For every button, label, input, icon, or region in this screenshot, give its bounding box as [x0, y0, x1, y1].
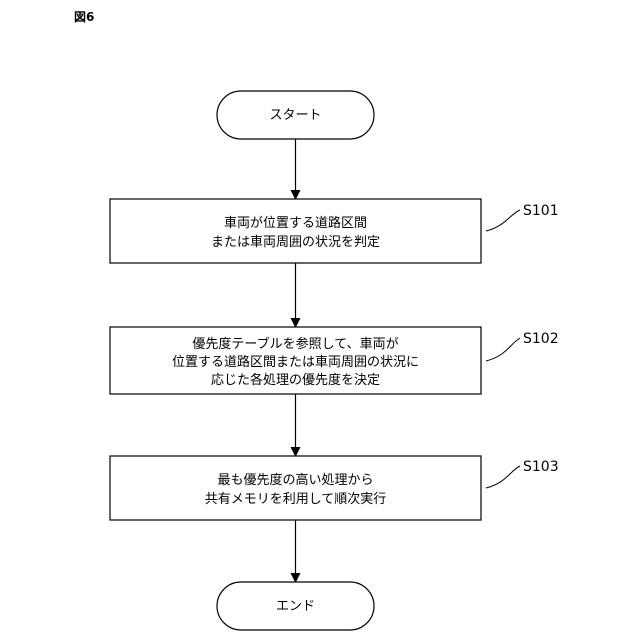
end-label: エンド	[276, 599, 315, 614]
process-box-s102: 優先度テーブルを参照して、車両が 位置する道路区間または車両周囲の状況に 応じた…	[110, 327, 481, 394]
step-label-s101: S101	[523, 203, 559, 219]
s102-leader-line	[486, 338, 520, 361]
start-terminator: スタート	[217, 91, 374, 139]
s103-line-1: 最も優先度の高い処理から	[217, 472, 373, 488]
step-label-s102: S102	[523, 331, 559, 347]
s102-line-3: 応じた各処理の優先度を決定	[211, 372, 380, 388]
end-terminator: エンド	[217, 582, 374, 630]
s101-leader-line	[486, 210, 520, 231]
step-label-s103: S103	[523, 459, 559, 475]
s101-line-2: または車両周囲の状況を判定	[211, 235, 380, 250]
s103-leader-line	[486, 466, 520, 488]
s101-line-1: 車両が位置する道路区間	[224, 215, 367, 231]
process-box-s101: 車両が位置する道路区間 または車両周囲の状況を判定	[110, 199, 481, 263]
s102-line-2: 位置する道路区間または車両周囲の状況に	[172, 354, 419, 370]
s103-line-2: 共有メモリを利用して順次実行	[205, 491, 387, 507]
process-box-s103: 最も優先度の高い処理から 共有メモリを利用して順次実行	[110, 456, 481, 520]
s102-line-1: 優先度テーブルを参照して、車両が	[192, 336, 398, 352]
start-label: スタート	[269, 108, 321, 123]
